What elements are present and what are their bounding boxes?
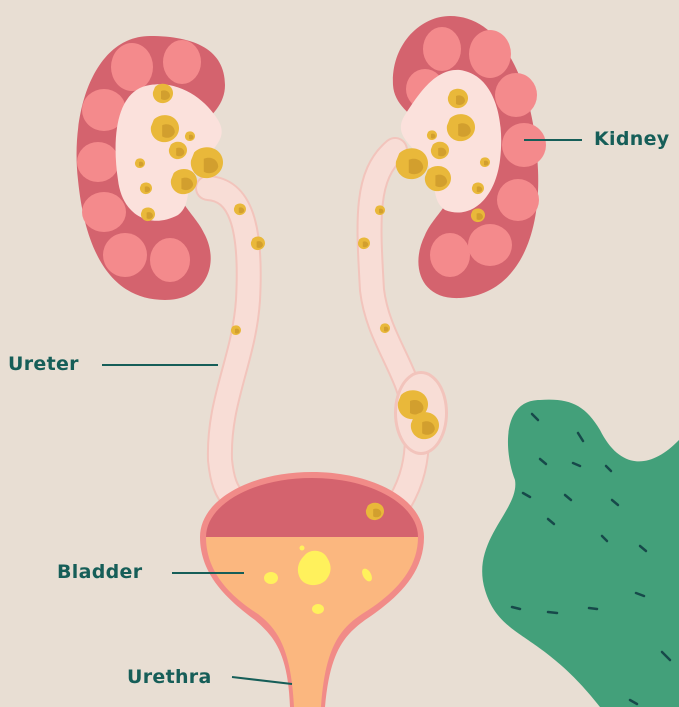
urethra-leader-line: [232, 677, 292, 684]
urethra-label: Urethra: [127, 666, 212, 688]
kidney-stone-icon: [231, 203, 439, 439]
ureter-label: Ureter: [8, 353, 79, 375]
kidney-right-icon: [393, 16, 546, 298]
kidney-left-icon: [77, 36, 225, 300]
kidney-label: Kidney: [594, 128, 669, 150]
leaf-icon: [482, 400, 679, 707]
bladder-label: Bladder: [57, 561, 142, 583]
bladder-icon: [200, 472, 424, 707]
